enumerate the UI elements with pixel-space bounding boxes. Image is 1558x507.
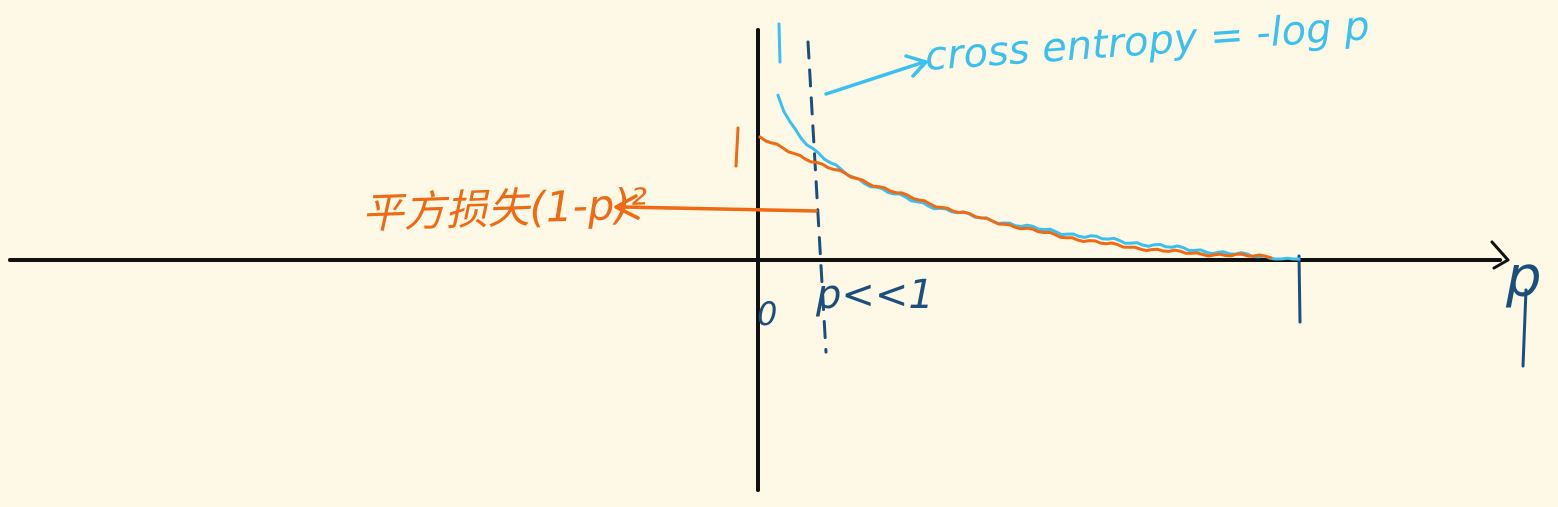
square-loss-arrow xyxy=(620,205,818,213)
p-small-dashed-line xyxy=(806,40,828,354)
square-loss-arrowhead xyxy=(614,194,640,220)
cross-entropy-arrow xyxy=(824,60,926,96)
y-one-tick xyxy=(734,126,740,168)
axis-p-descender xyxy=(1521,288,1528,368)
cross-entropy-asymptote-stroke xyxy=(777,22,782,64)
p-small-label: p<<1 xyxy=(815,272,934,318)
cross-entropy-label: cross entropy = -log p xyxy=(923,3,1371,80)
origin-label: 0 xyxy=(757,295,777,333)
square-loss-curve xyxy=(758,135,1273,260)
p-one-tick xyxy=(1297,254,1302,324)
square-loss-label: 平方损失(1-p)² xyxy=(361,179,649,238)
x-axis-arrowhead xyxy=(1490,240,1510,270)
cross-entropy-arrowhead xyxy=(904,54,928,78)
axis-p-label: p xyxy=(1505,245,1542,310)
